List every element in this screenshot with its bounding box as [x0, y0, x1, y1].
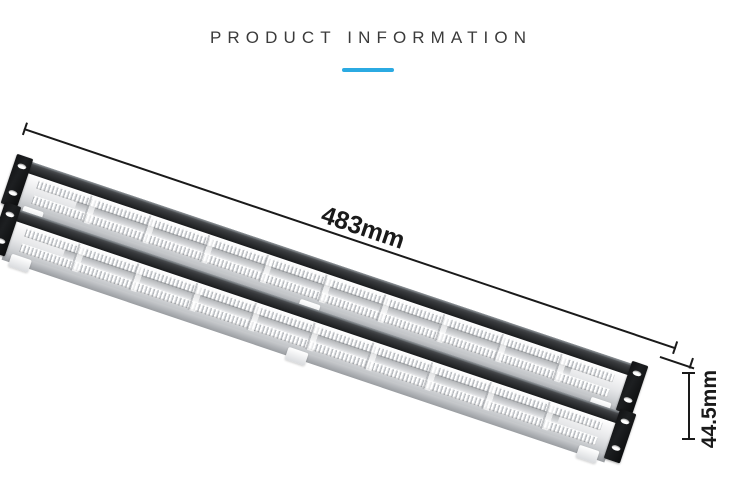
- rack-screw-hole: [4, 210, 15, 219]
- rack-screw-hole: [7, 189, 19, 197]
- rack-screw-hole: [611, 444, 622, 452]
- panel-top-rail: [14, 209, 622, 425]
- page-title: PRODUCT INFORMATION: [209, 28, 533, 47]
- title-accent-underline: [342, 68, 394, 72]
- dimension-end-cap: [682, 438, 695, 440]
- rail-highlight: [17, 209, 622, 415]
- rack-screw-hole: [623, 396, 634, 404]
- height-dimension-label: 44.5mm: [698, 370, 721, 449]
- rack-screw-hole: [619, 417, 631, 426]
- page-header: PRODUCT INFORMATION: [0, 0, 736, 100]
- rack-screw-hole: [16, 162, 27, 171]
- rack-screw-hole: [631, 369, 643, 378]
- height-dimension-line: [682, 372, 695, 440]
- rack-screw-hole: [0, 237, 7, 245]
- dimension-end-cap: [682, 372, 695, 374]
- product-photo: [0, 100, 736, 493]
